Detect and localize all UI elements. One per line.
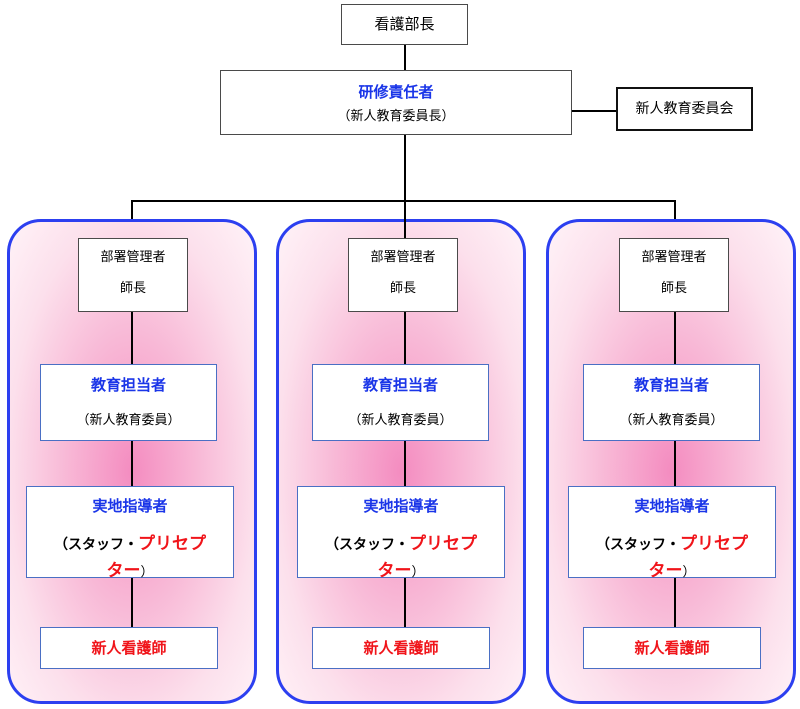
connector-col3-b [674, 441, 676, 486]
connector-col1-a [131, 312, 133, 364]
supervisor-line3-1: ター） [27, 556, 233, 581]
preceptor-part1-3: プリセプ [680, 534, 748, 554]
supervisor-suffix-1: ） [140, 565, 154, 580]
new-nurse-label-1: 新人看護師 [91, 639, 167, 657]
educator-title-2: 教育担当者 [362, 376, 438, 394]
connector-col3-c [674, 578, 676, 627]
supervisor-title-3: 実地指導者 [634, 497, 710, 515]
supervisor-box-3: 実地指導者 （スタッフ・プリセプ ター） [568, 486, 776, 581]
committee-label: 新人教育委員会 [635, 101, 734, 117]
committee-box: 新人教育委員会 [616, 87, 753, 131]
preceptor-part1-1: プリセプ [138, 534, 206, 554]
head-nurse-label-3: 師長 [660, 281, 687, 296]
training-manager-subtitle: （新人教育委員長） [337, 109, 455, 124]
connector-col2-a [404, 312, 406, 364]
connector-trainer-committee [572, 110, 616, 112]
supervisor-staff-2: （スタッフ・ [325, 537, 409, 553]
new-nurse-label-3: 新人看護師 [634, 639, 710, 657]
training-manager-title: 研修責任者 [358, 83, 434, 101]
head-of-nursing-label: 看護部長 [374, 15, 435, 33]
connector-col2-b [404, 441, 406, 486]
head-nurse-label-2: 師長 [389, 281, 416, 296]
supervisor-line2-3: （スタッフ・プリセプ [569, 529, 775, 554]
supervisor-box-1: 実地指導者 （スタッフ・プリセプ ター） [26, 486, 234, 581]
supervisor-suffix-2: ） [411, 565, 425, 580]
supervisor-line2-2: （スタッフ・プリセプ [298, 529, 504, 554]
educator-box-2: 教育担当者 （新人教育委員） [312, 364, 489, 441]
head-of-nursing-box: 看護部長 [341, 4, 468, 45]
new-nurse-box-3: 新人看護師 [583, 627, 761, 669]
supervisor-line3-2: ター） [298, 556, 504, 581]
educator-subtitle-1: （新人教育委員） [76, 413, 181, 428]
connector-head-trainer [404, 45, 406, 70]
educator-title-3: 教育担当者 [633, 376, 709, 394]
dept-manager-label-2: 部署管理者 [370, 250, 436, 265]
new-nurse-label-2: 新人看護師 [363, 639, 439, 657]
training-manager-box: 研修責任者 （新人教育委員長） [220, 70, 572, 135]
dept-manager-box-2: 部署管理者 師長 [348, 238, 458, 312]
supervisor-box-2: 実地指導者 （スタッフ・プリセプ ター） [297, 486, 505, 581]
preceptor-part2-3: ター [648, 561, 683, 581]
supervisor-title-2: 実地指導者 [363, 497, 439, 515]
supervisor-title-1: 実地指導者 [92, 497, 168, 515]
educator-subtitle-3: （新人教育委員） [619, 413, 724, 428]
new-nurse-box-1: 新人看護師 [40, 627, 218, 669]
connector-col1-b [131, 441, 133, 486]
connector-col2-c [404, 578, 406, 627]
supervisor-line2-1: （スタッフ・プリセプ [27, 529, 233, 554]
unit-panel-3 [546, 219, 796, 704]
supervisor-staff-3: （スタッフ・ [596, 537, 680, 553]
connector-col2-top [404, 200, 406, 238]
dept-manager-box-1: 部署管理者 師長 [78, 238, 188, 312]
connector-col3-a [674, 312, 676, 364]
educator-box-1: 教育担当者 （新人教育委員） [40, 364, 217, 441]
preceptor-part2-1: ター [106, 561, 141, 581]
preceptor-part2-2: ター [377, 561, 412, 581]
connector-col1-c [131, 578, 133, 627]
connector-horizontal-bus [131, 200, 676, 202]
educator-title-1: 教育担当者 [90, 376, 166, 394]
educator-subtitle-2: （新人教育委員） [348, 413, 453, 428]
dept-manager-label-1: 部署管理者 [100, 250, 166, 265]
educator-box-3: 教育担当者 （新人教育委員） [583, 364, 760, 441]
head-nurse-label-1: 師長 [119, 281, 146, 296]
dept-manager-box-3: 部署管理者 師長 [619, 238, 729, 312]
supervisor-line3-3: ター） [569, 556, 775, 581]
preceptor-part1-2: プリセプ [409, 534, 477, 554]
connector-trainer-bus [404, 135, 406, 201]
new-nurse-box-2: 新人看護師 [312, 627, 490, 669]
supervisor-staff-1: （スタッフ・ [54, 537, 138, 553]
dept-manager-label-3: 部署管理者 [641, 250, 707, 265]
supervisor-suffix-3: ） [682, 565, 696, 580]
